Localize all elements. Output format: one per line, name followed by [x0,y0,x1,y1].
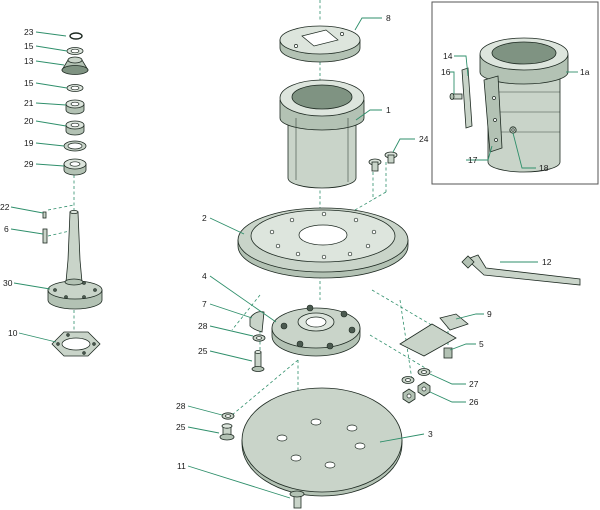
bearing-part-29 [63,158,87,176]
label-10: 10 [8,328,18,338]
bevel-gear-part-13 [61,56,89,75]
washer-part-15-lower [66,84,84,92]
bearing-part-20 [65,120,85,136]
washer-part-27 [401,368,431,384]
label-25-lower: 25 [176,422,186,432]
housing-part-1 [279,79,365,189]
leader-lines [10,17,578,499]
label-20: 20 [24,116,34,126]
label-15-lower: 15 [24,78,34,88]
label-6: 6 [4,224,9,234]
label-7: 7 [202,299,207,309]
part-labels: 23 15 13 15 21 20 19 29 22 6 30 10 8 1 2… [0,13,590,471]
stud-part-25-upper [251,350,265,372]
bracket-part-9 [439,313,469,331]
label-21: 21 [24,98,34,108]
inset-bracket-part-17 [483,75,503,153]
label-12: 12 [542,257,552,267]
label-24: 24 [419,134,429,144]
label-5: 5 [479,339,484,349]
cover-plate-part-8 [279,25,361,63]
label-8: 8 [386,13,391,23]
bolts-part-24 [368,151,398,172]
label-28-upper: 28 [198,321,208,331]
nut-part-26 [402,381,431,404]
label-1: 1 [386,105,391,115]
inset-bolt-part-16 [449,93,463,100]
pin-part-22 [42,211,47,219]
shaft-flange-part-30 [47,209,103,310]
inset-nut-part-18 [509,126,517,134]
label-17: 17 [468,155,478,165]
label-28-lower: 28 [176,401,186,411]
label-9: 9 [487,309,492,319]
label-11: 11 [177,461,186,471]
bolt-part-11 [289,490,305,509]
washer-part-28-upper [252,334,266,342]
clamp-segment-part-7 [249,311,265,333]
label-18: 18 [539,163,549,173]
angle-bracket-part-5 [399,323,457,359]
label-27: 27 [469,379,479,389]
bearing-part-21 [65,99,85,115]
ring-part-19 [63,140,87,152]
label-4: 4 [202,271,207,281]
label-19: 19 [24,138,34,148]
pin-part-6 [42,228,48,244]
hub-plate-part-4 [271,304,361,357]
label-13: 13 [24,56,34,66]
washer-part-28-lower [221,412,235,420]
label-1a: 1a [580,67,590,77]
stud-part-25-lower [219,423,235,441]
washer-part-15-upper [66,47,84,55]
label-22: 22 [0,202,10,212]
circlip-part-23 [69,32,83,40]
inset-strip-part-14 [461,67,473,129]
label-16: 16 [441,67,451,77]
label-23: 23 [24,27,34,37]
inset-housing-part-1a [479,37,569,173]
gasket-part-10 [51,331,101,357]
label-25-upper: 25 [198,346,208,356]
label-14: 14 [443,51,453,61]
label-3: 3 [428,429,433,439]
base-disc-part-3 [241,387,403,497]
flange-disc-part-2 [237,207,409,279]
label-15-upper: 15 [24,41,34,51]
lever-arm-part-12 [461,254,581,286]
label-29: 29 [24,159,34,169]
label-30: 30 [3,278,13,288]
label-26: 26 [469,397,479,407]
label-2: 2 [202,213,207,223]
